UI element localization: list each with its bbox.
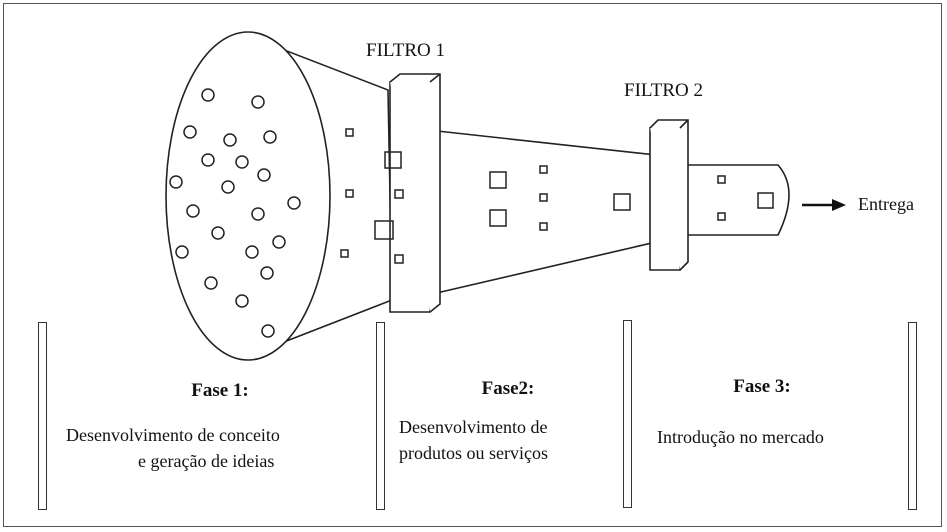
phase-2-line-1: Desenvolvimento de (399, 417, 548, 437)
product-squares (489, 165, 631, 231)
idea-circles (169, 88, 301, 338)
phase-3-line-1: Introdução no mercado (657, 427, 824, 447)
phase-1-title: Fase 1: (191, 380, 249, 401)
phase-divider (376, 322, 385, 510)
filter-2-label: FILTRO 2 (624, 80, 704, 101)
market-squares (717, 175, 774, 221)
funnel-mouth (165, 31, 331, 361)
concept-squares (340, 128, 404, 264)
delivery-tube (688, 164, 790, 236)
phase-3-title: Fase 3: (733, 376, 791, 397)
phase-1-line-2: e geração de ideias (138, 451, 275, 471)
phase-2-title: Fase2: (481, 378, 535, 399)
diagram-frame (3, 3, 942, 527)
filter-1-label: FILTRO 1 (366, 40, 446, 61)
middle-section (427, 129, 657, 296)
phase-2-line-2: produtos ou serviços (399, 443, 548, 463)
phase-divider (38, 322, 47, 510)
phase-1-line-1: Desenvolvimento de conceito (66, 425, 280, 445)
delivery-arrow (802, 199, 846, 211)
delivery-label: Entrega (858, 194, 914, 214)
phase-divider (623, 320, 632, 508)
phase-divider (908, 322, 917, 510)
